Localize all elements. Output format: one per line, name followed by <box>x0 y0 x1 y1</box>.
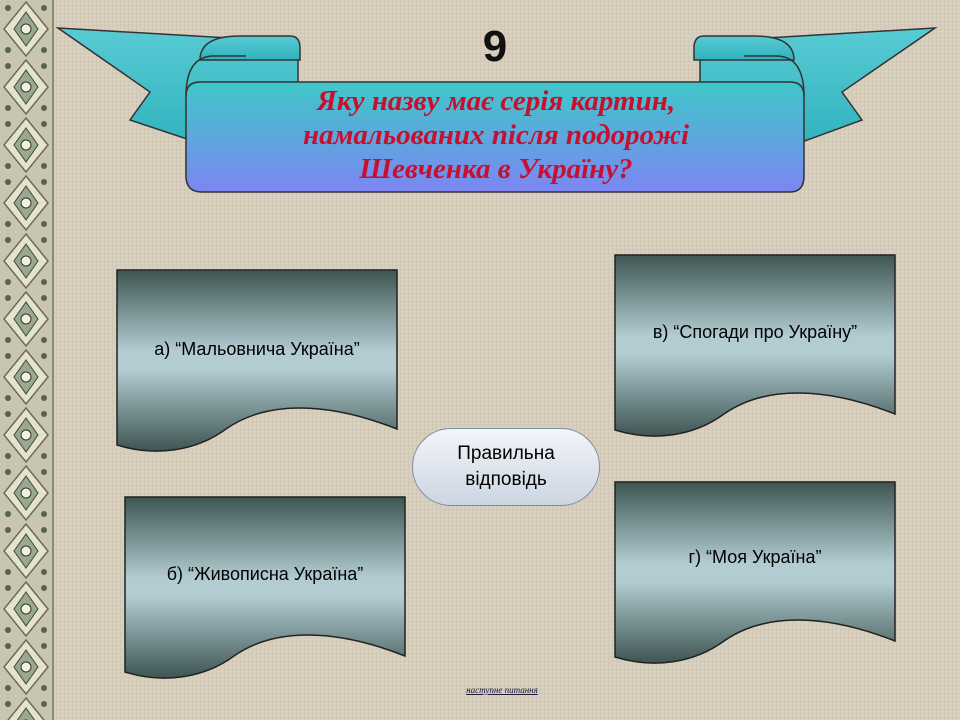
decorative-ornament-strip <box>0 0 54 720</box>
question-line-1: Яку назву має серія картин, <box>316 85 676 117</box>
answer-v-button[interactable]: в) “Спогади про Україну” <box>614 254 896 442</box>
question-line-2: намальованих після подорожі <box>302 119 690 151</box>
correct-answer-line-2: відповідь <box>465 469 547 490</box>
answer-a-button[interactable]: а) “Мальовнича Україна” <box>116 269 398 457</box>
answer-a-label: а) “Мальовнича Україна” <box>154 339 360 359</box>
next-question-link[interactable]: наступне питання <box>466 685 538 695</box>
answer-v-label: в) “Спогади про Україну” <box>652 322 858 342</box>
answer-b-label: б) “Живописна Україна” <box>166 564 364 584</box>
correct-answer-button[interactable]: Правильна відповідь <box>412 428 600 506</box>
question-number: 9 <box>482 22 508 71</box>
question-line-3: Шевченка в Україну? <box>359 153 633 185</box>
question-banner <box>55 27 938 193</box>
answer-g-label: г) “Моя Україна” <box>688 547 822 567</box>
answer-b-button[interactable]: б) “Живописна Україна” <box>124 496 406 684</box>
correct-answer-line-1: Правильна <box>457 443 555 464</box>
question-text: Яку назву має серія картин, намальованих… <box>196 84 796 186</box>
answer-g-button[interactable]: г) “Моя Україна” <box>614 481 896 669</box>
ornament-pattern-icon <box>0 0 52 720</box>
